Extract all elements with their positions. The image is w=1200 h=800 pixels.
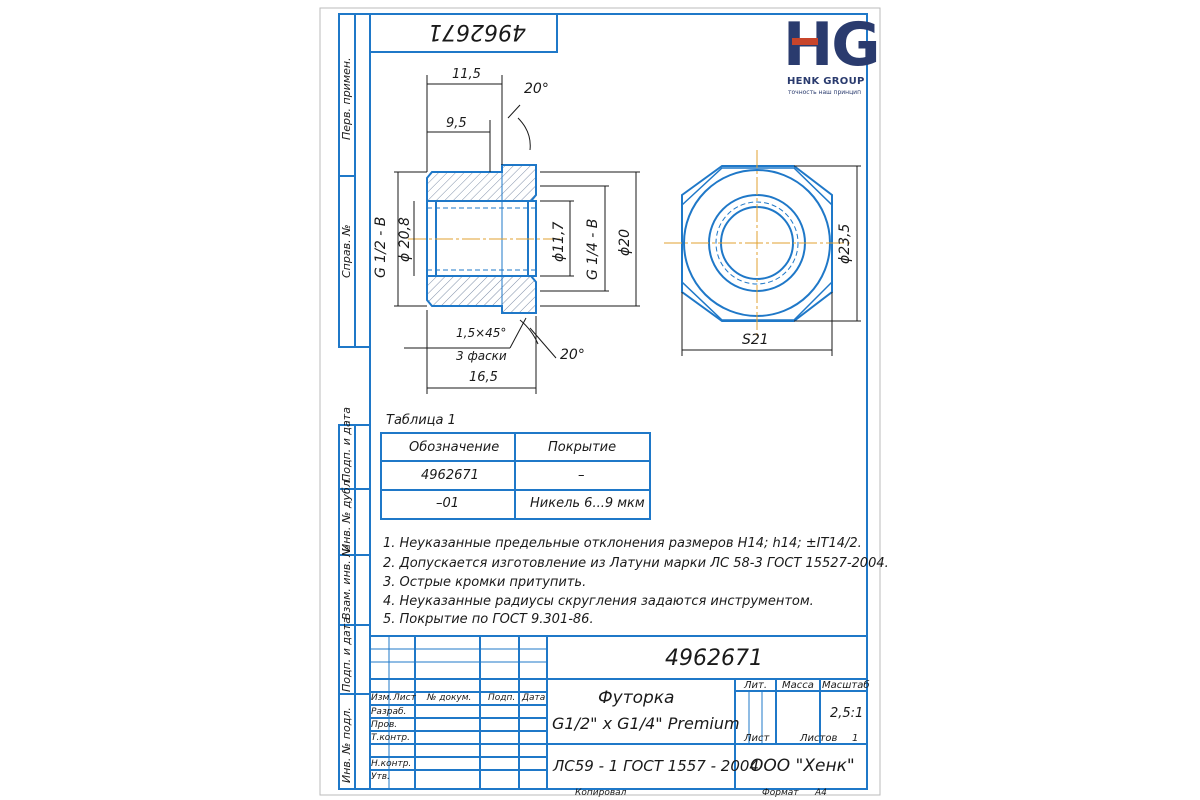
col-header-podp: Подп. bbox=[488, 693, 516, 703]
logo-accent bbox=[792, 38, 818, 45]
logo-tagline: точность наш принцип bbox=[788, 89, 861, 96]
dim-9-5: 9,5 bbox=[446, 116, 467, 131]
dim-chamfer: 1,5×45° bbox=[456, 326, 507, 340]
sheet-label: Лист bbox=[744, 733, 770, 744]
side-label-vzam-inv: Взам. инв. № bbox=[340, 545, 353, 620]
lit-label: Лит. bbox=[744, 680, 768, 691]
role-utv: Утв. bbox=[371, 772, 390, 782]
part-name-line1: Футорка bbox=[598, 688, 675, 708]
company: ООО "Хенк" bbox=[750, 756, 855, 776]
col-header-dokum: № докум. bbox=[427, 693, 472, 703]
side-label-podp-data-2: Подп. и дата bbox=[340, 617, 353, 692]
doc-number-top: 4962671 bbox=[428, 19, 526, 44]
side-label-sprav: Справ. № bbox=[340, 224, 353, 278]
scale-value: 2,5:1 bbox=[830, 706, 864, 721]
col-header-list: Лист bbox=[393, 693, 416, 703]
material: ЛС59 - 1 ГОСТ 1557 - 2004 bbox=[553, 757, 759, 775]
side-label-perv-primen: Перв. примен. bbox=[340, 57, 353, 140]
side-label-inv-dubl: Инв. № дубл. bbox=[340, 476, 353, 552]
table-cell: 4962671 bbox=[421, 468, 479, 483]
left-binding bbox=[338, 13, 371, 790]
note-4: 4. Неуказанные радиусы скругления задают… bbox=[383, 594, 814, 609]
mass-label: Масса bbox=[782, 680, 814, 691]
sheets-label: Листов bbox=[800, 733, 838, 744]
dim-chamfer-note: 3 фаски bbox=[456, 349, 507, 363]
doc-number-box bbox=[369, 13, 558, 53]
table-header-coating: Покрытие bbox=[548, 440, 617, 455]
end-dimensions bbox=[681, 165, 861, 356]
dim-20deg-bottom: 20° bbox=[560, 347, 585, 363]
note-3: 3. Острые кромки притупить. bbox=[383, 575, 587, 590]
dim-11-5: 11,5 bbox=[452, 67, 481, 82]
logo-name: HENK GROUP bbox=[787, 76, 865, 87]
dim-20deg-top: 20° bbox=[524, 81, 549, 97]
side-label-podp-data-1: Подп. и дата bbox=[340, 407, 353, 482]
note-2: 2. Допускается изготовление из Латуни ма… bbox=[383, 556, 889, 571]
dim-g14: G 1/4 - B bbox=[585, 218, 601, 280]
role-nkontr: Н.контр. bbox=[371, 759, 412, 769]
scale-label: Масштаб bbox=[822, 680, 870, 691]
col-header-izm: Изм. bbox=[371, 693, 393, 703]
dim-16-5: 16,5 bbox=[469, 370, 498, 385]
footer-copied: Копировал bbox=[575, 788, 627, 798]
dim-phi23-5: ϕ23,5 bbox=[837, 223, 853, 264]
table-caption: Таблица 1 bbox=[386, 413, 456, 428]
dim-g12: G 1/2 - B bbox=[373, 216, 389, 278]
dim-phi20-8: ϕ 20,8 bbox=[397, 217, 413, 262]
role-razrab: Разраб. bbox=[371, 707, 407, 717]
table-cell: –01 bbox=[436, 496, 460, 511]
sheet-edge bbox=[319, 7, 881, 796]
title-doc-number: 4962671 bbox=[665, 646, 763, 671]
dim-phi20: ϕ20 bbox=[617, 228, 633, 256]
side-dimensions bbox=[394, 75, 640, 394]
role-prov: Пров. bbox=[371, 720, 398, 730]
table-cell: Никель 6...9 мкм bbox=[530, 496, 645, 511]
dim-s21: S21 bbox=[742, 332, 769, 348]
main-frame bbox=[369, 13, 868, 790]
role-tkontr: Т.контр. bbox=[371, 733, 411, 743]
part-name-line2: G1/2" x G1/4" Premium bbox=[552, 714, 740, 733]
side-view bbox=[408, 164, 560, 314]
coating-table bbox=[380, 432, 651, 520]
side-label-inv-podl: Инв. № подл. bbox=[340, 707, 353, 783]
footer-format-value: А4 bbox=[815, 788, 827, 798]
note-1: 1. Неуказанные предельные отклонения раз… bbox=[383, 536, 862, 551]
sheets-value: 1 bbox=[852, 733, 859, 744]
dim-phi11-7: ϕ11,7 bbox=[551, 221, 567, 262]
note-5: 5. Покрытие по ГОСТ 9.301-86. bbox=[383, 612, 594, 627]
end-view bbox=[664, 150, 850, 336]
title-block bbox=[370, 635, 867, 789]
table-cell: – bbox=[578, 468, 585, 483]
col-header-data: Дата bbox=[522, 693, 546, 703]
footer-format-label: Формат bbox=[762, 788, 799, 798]
table-header-designation: Обозначение bbox=[409, 440, 500, 455]
logo-mark: HG bbox=[783, 10, 880, 80]
